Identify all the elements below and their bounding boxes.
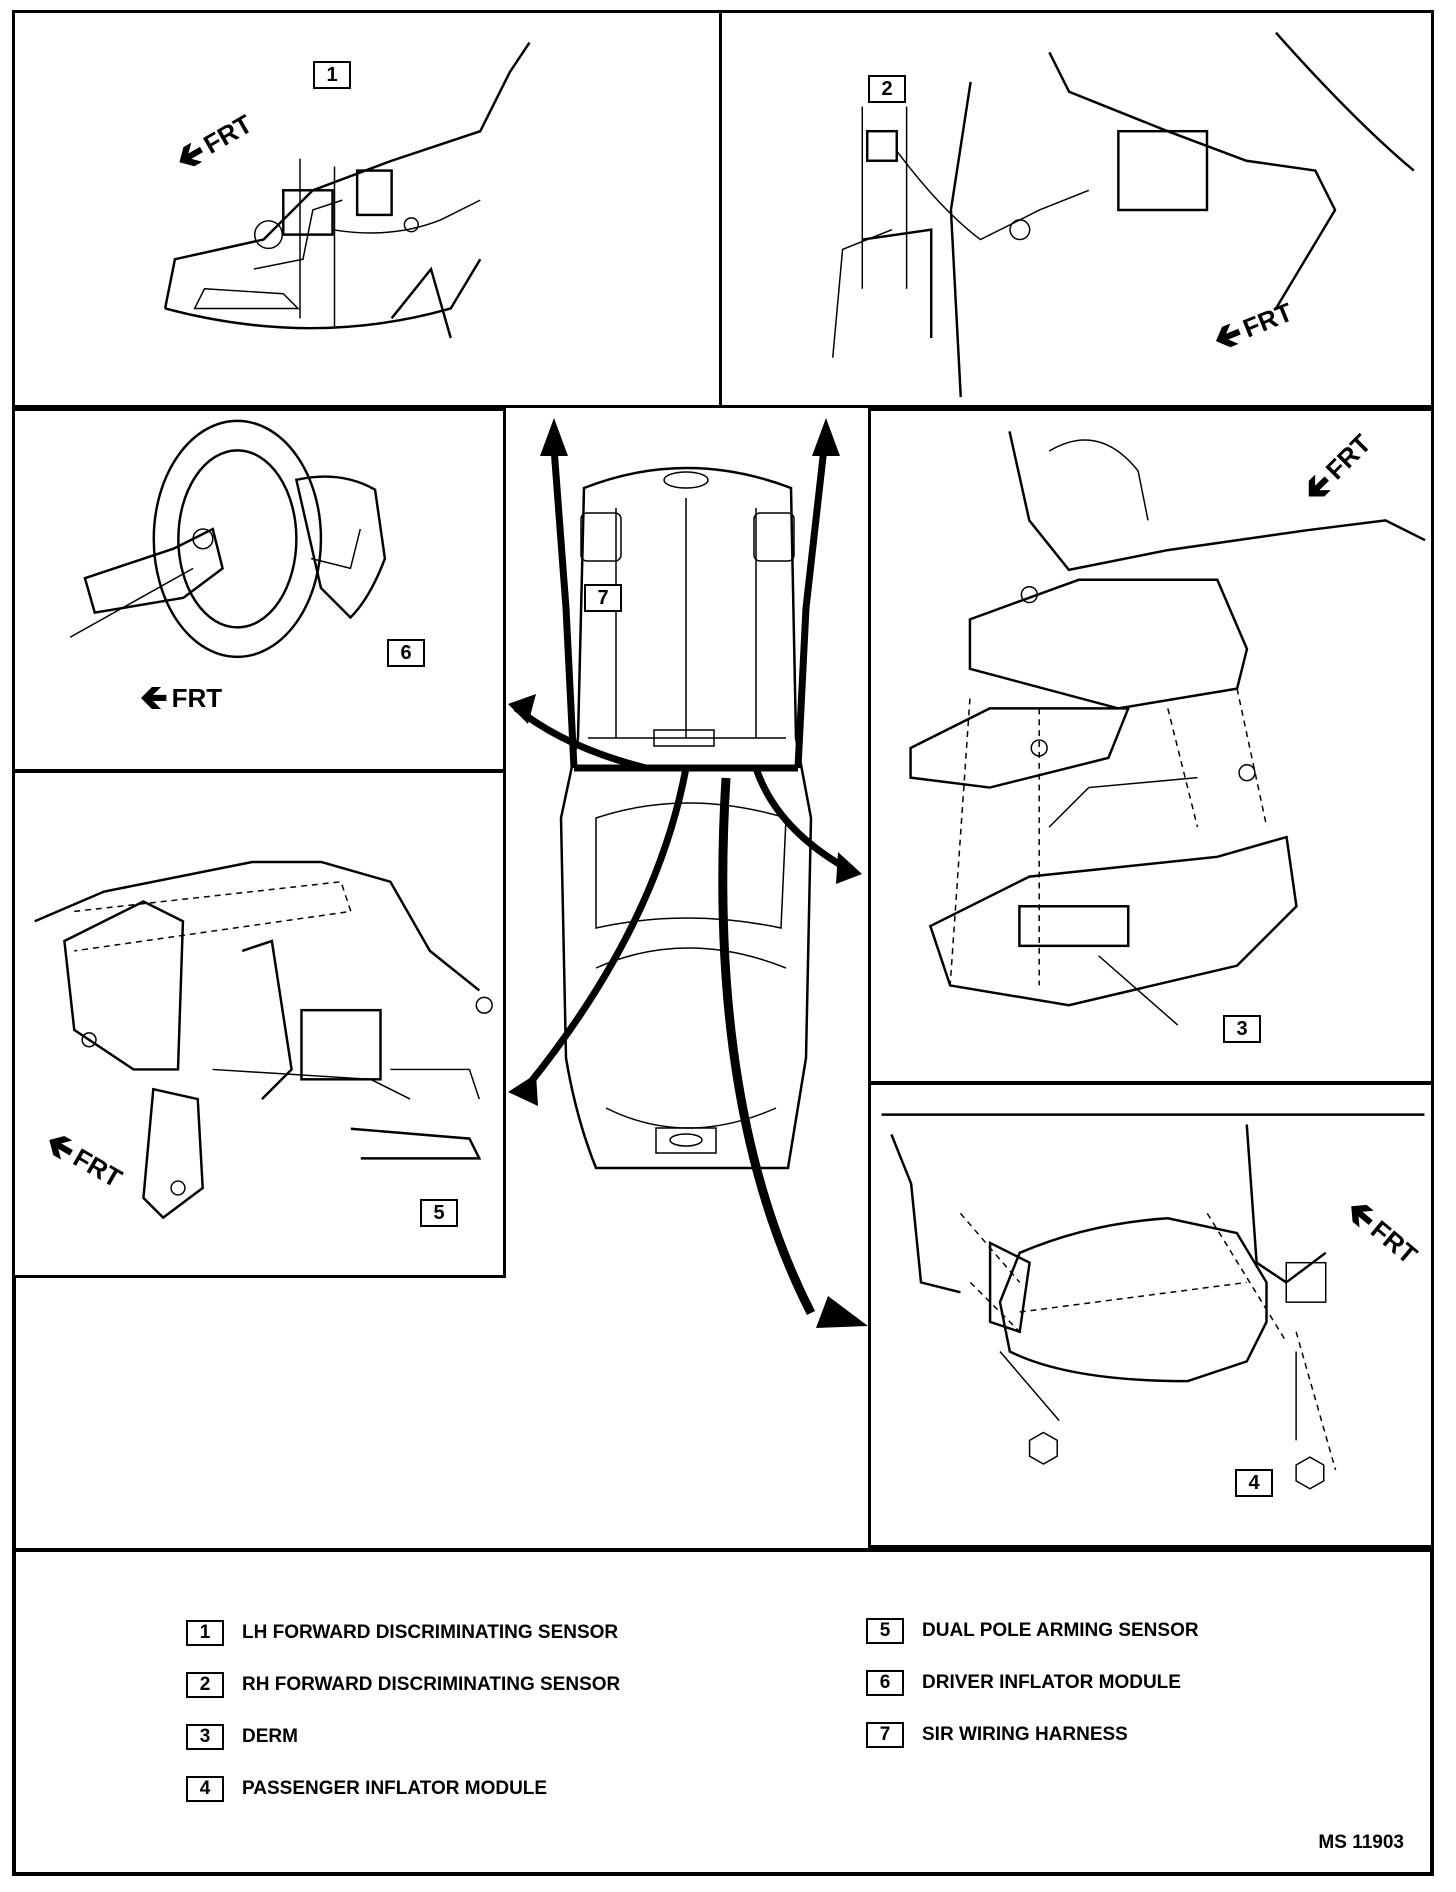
callout-7: 7 xyxy=(584,584,622,612)
arming-sensor-illustration xyxy=(34,860,493,1220)
frt-indicator: 🡸 FRT xyxy=(140,681,222,715)
legend-number: 1 xyxy=(186,1620,224,1646)
legend-label: PASSENGER INFLATOR MODULE xyxy=(242,1778,548,1799)
rh-sensor-illustration xyxy=(831,31,1415,398)
callout-1: 1 xyxy=(313,61,351,89)
panel-passenger-inflator: 4 🡸 FRT xyxy=(868,1082,1434,1548)
callout-3: 3 xyxy=(1223,1015,1261,1043)
callout-4: 4 xyxy=(1235,1469,1273,1497)
legend-item: 7 SIR WIRING HARNESS xyxy=(866,1722,1128,1748)
panel-rh-sensor: 2 🡸 FRT xyxy=(719,10,1434,408)
vehicle-overview: 7 xyxy=(506,408,868,1548)
legend-label: SIR WIRING HARNESS xyxy=(922,1724,1128,1745)
legend-label: DUAL POLE ARMING SENSOR xyxy=(922,1620,1199,1641)
legend-label: RH FORWARD DISCRIMINATING SENSOR xyxy=(242,1674,621,1695)
legend-number: 3 xyxy=(186,1724,224,1750)
legend-item: 1 LH FORWARD DISCRIMINATING SENSOR xyxy=(186,1620,618,1646)
panel-arming-sensor: 5 🡸 FRT xyxy=(12,770,506,1278)
legend: 1 LH FORWARD DISCRIMINATING SENSOR 2 RH … xyxy=(12,1548,1434,1876)
frt-label: FRT xyxy=(171,682,223,713)
figure-code: MS 11903 xyxy=(1318,1832,1404,1853)
callout-6: 6 xyxy=(387,639,425,667)
lh-sensor-illustration xyxy=(163,41,531,339)
panel-driver-inflator: 6 🡸 FRT xyxy=(12,408,506,772)
vehicle-harness-illustration xyxy=(508,418,868,1328)
legend-number: 2 xyxy=(186,1672,224,1698)
callout-5: 5 xyxy=(420,1199,458,1227)
legend-number: 5 xyxy=(866,1618,904,1644)
panel-derm: 3 🡸 FRT xyxy=(868,408,1434,1084)
legend-item: 5 DUAL POLE ARMING SENSOR xyxy=(866,1618,1199,1644)
legend-item: 3 DERM xyxy=(186,1724,298,1750)
derm-illustration xyxy=(909,431,1426,1026)
legend-label: LH FORWARD DISCRIMINATING SENSOR xyxy=(242,1622,619,1643)
legend-number: 6 xyxy=(866,1670,904,1696)
legend-item: 6 DRIVER INFLATOR MODULE xyxy=(866,1670,1181,1696)
front-arrow-icon: 🡸 xyxy=(140,679,168,717)
legend-label: DRIVER INFLATOR MODULE xyxy=(922,1672,1181,1693)
legend-number: 7 xyxy=(866,1722,904,1748)
driver-inflator-illustration xyxy=(69,419,387,659)
legend-item: 2 RH FORWARD DISCRIMINATING SENSOR xyxy=(186,1672,620,1698)
legend-item: 4 PASSENGER INFLATOR MODULE xyxy=(186,1776,547,1802)
legend-number: 4 xyxy=(186,1776,224,1802)
legend-label: DERM xyxy=(242,1726,298,1747)
panel-lh-sensor: 1 🡸 FRT xyxy=(12,10,722,408)
callout-2: 2 xyxy=(868,75,906,103)
passenger-inflator-illustration xyxy=(881,1113,1425,1490)
